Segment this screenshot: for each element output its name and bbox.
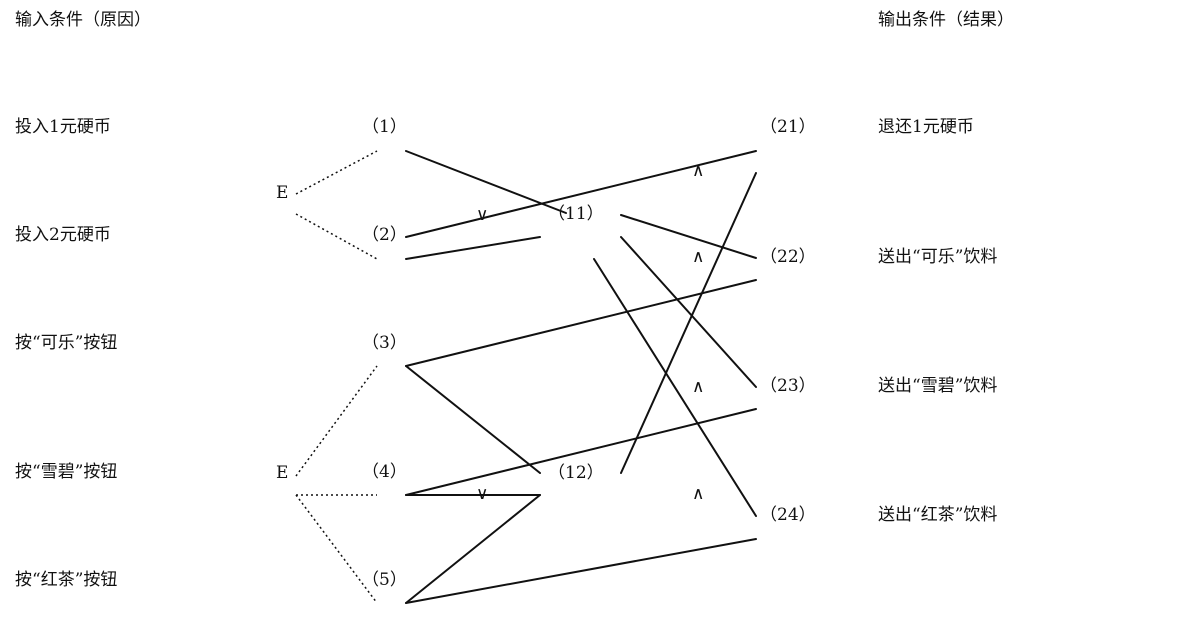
cause-node-2: （2） [362,225,407,245]
effect-label-22: 送出“可乐”饮料 [878,247,998,267]
cause-label-4: 按“雪碧”按钮 [15,462,118,482]
or-operator-12: ∨ [476,484,489,504]
edge-2-to-21 [405,150,757,238]
effect-label-24: 送出“红茶”饮料 [878,505,998,525]
intermediate-node-12: （12） [548,463,604,483]
effect-node-22: （22） [760,247,816,267]
outputs-header: 输出条件（结果） [878,10,1014,30]
cause-label-1: 投入1元硬币 [15,117,111,137]
cause-node-4: （4） [362,462,407,482]
and-operator-22: ∧ [692,247,705,267]
edge-12-to-21 [620,172,757,474]
effect-node-23: （23） [760,376,816,396]
edge-3-to-22 [405,279,757,367]
constraint-e1-to-2 [295,213,378,260]
cause-node-3: （3） [362,333,407,353]
and-operator-24: ∧ [692,484,705,504]
cause-node-1: （1） [362,117,407,137]
effect-label-21: 退还1元硬币 [878,117,974,137]
constraint-e1-to-1 [295,150,378,195]
edge-3-to-12 [405,365,541,474]
edge-2-to-11 [405,236,541,260]
edge-5-to-12 [405,494,541,604]
inputs-header: 输入条件（原因） [15,10,151,30]
cause-label-2: 投入2元硬币 [15,225,111,245]
and-operator-21: ∧ [692,161,705,181]
edge-4-to-23 [405,408,757,496]
cause-label-3: 按“可乐”按钮 [15,333,118,353]
edge-5-to-24 [405,538,757,604]
and-operator-23: ∧ [692,377,705,397]
intermediate-node-11: （11） [548,204,604,224]
edge-11-to-22 [620,214,757,259]
edge-11-to-23 [620,236,757,388]
effect-node-21: （21） [760,117,816,137]
constraint-e2-to-3 [295,365,378,477]
edge-11-to-24 [593,258,757,517]
effect-node-24: （24） [760,505,816,525]
effect-label-23: 送出“雪碧”饮料 [878,376,998,396]
edge-1-to-11 [405,150,567,214]
or-operator-11: ∨ [476,205,489,225]
cause-label-5: 按“红茶”按钮 [15,570,118,590]
constraint-e-2: E [276,463,289,483]
cause-node-5: （5） [362,570,407,590]
constraint-e-1: E [276,183,289,203]
